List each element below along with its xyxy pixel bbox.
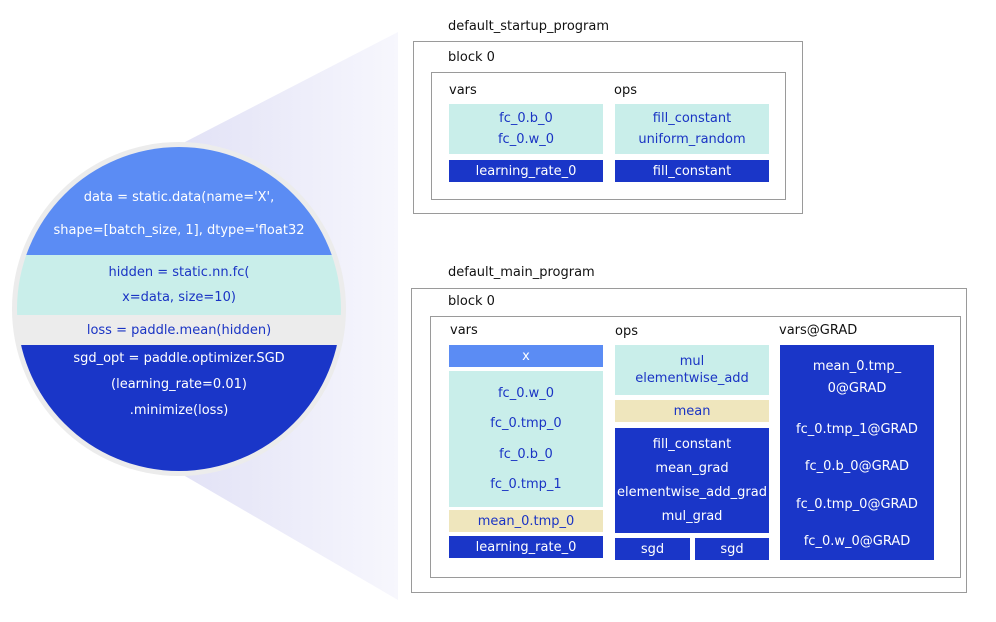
op-item: sgd	[640, 541, 665, 557]
grad-item: fc_0.tmp_0@GRAD	[796, 496, 918, 512]
startup-ops-init: fill_constant uniform_random	[615, 104, 769, 154]
grad-item: mean_0.tmp_ 0@GRAD	[812, 359, 902, 397]
main-grad-label: vars@GRAD	[779, 323, 858, 338]
main-ops-forward: mul elementwise_add	[615, 345, 769, 395]
op-item: mul_grad	[661, 509, 723, 524]
startup-vars-params: fc_0.b_0 fc_0.w_0	[449, 104, 603, 154]
op-item: elementwise_add	[635, 371, 749, 386]
var-item: fc_0.tmp_0	[490, 416, 562, 432]
code-line: hidden = static.nn.fc(	[108, 265, 250, 280]
code-circle-inner: data = static.data(name='X', shape=[batc…	[17, 147, 341, 471]
op-item: mean	[673, 403, 711, 419]
code-line: data = static.data(name='X',	[83, 190, 275, 206]
main-var-x: x	[449, 345, 603, 367]
grad-item: fc_0.tmp_1@GRAD	[796, 422, 918, 438]
op-item: elementwise_add_grad	[617, 485, 767, 500]
code-line: shape=[batch_size, 1], dtype='float32	[53, 222, 305, 238]
op-item: fill_constant	[652, 437, 732, 452]
op-item: mul	[679, 354, 705, 369]
main-program-frame: block 0 vars ops vars@GRAD x fc_0.w_0 fc…	[411, 288, 967, 593]
main-vars-label: vars	[450, 323, 478, 338]
var-item: fc_0.w_0	[497, 386, 555, 402]
startup-block-label: block 0	[448, 50, 495, 65]
startup-op-fill-constant: fill_constant	[615, 160, 769, 182]
main-op-mean: mean	[615, 400, 769, 422]
code-line: loss = paddle.mean(hidden)	[86, 322, 272, 338]
main-grad-vars: mean_0.tmp_ 0@GRAD fc_0.tmp_1@GRAD fc_0.…	[780, 345, 934, 560]
startup-program-frame: block 0 vars ops fc_0.b_0 fc_0.w_0 learn…	[413, 41, 803, 214]
op-item: fill_constant	[652, 163, 732, 179]
main-ops-backward: fill_constant mean_grad elementwise_add_…	[615, 428, 769, 533]
startup-ops-label: ops	[614, 83, 637, 98]
code-line: .minimize(loss)	[129, 403, 229, 418]
main-vars-fc: fc_0.w_0 fc_0.tmp_0 fc_0.b_0 fc_0.tmp_1	[449, 371, 603, 507]
var-item: learning_rate_0	[475, 539, 577, 555]
startup-var-learning-rate: learning_rate_0	[449, 160, 603, 182]
op-item: sgd	[720, 541, 744, 557]
startup-vars-label: vars	[449, 83, 477, 98]
main-op-sgd-2: sgd	[695, 538, 769, 560]
code-line: x=data, size=10)	[122, 290, 236, 305]
code-line: sgd_opt = paddle.optimizer.SGD	[73, 351, 285, 366]
main-var-learning-rate: learning_rate_0	[449, 536, 603, 558]
code-line: (learning_rate=0.01)	[111, 377, 247, 392]
main-block-label: block 0	[448, 294, 495, 309]
code-group-hidden: hidden = static.nn.fc( x=data, size=10)	[17, 255, 341, 315]
op-item: mean_grad	[655, 461, 729, 476]
var-item: fc_0.b_0	[499, 446, 553, 462]
var-item: fc_0.tmp_1	[490, 476, 562, 492]
var-item: x	[522, 348, 530, 364]
startup-program-title: default_startup_program	[448, 19, 610, 34]
var-item: learning_rate_0	[475, 163, 577, 179]
grad-item: fc_0.b_0@GRAD	[804, 459, 910, 475]
code-zoom-circle: data = static.data(name='X', shape=[batc…	[12, 142, 346, 476]
op-item: fill_constant	[652, 110, 732, 126]
main-op-sgd-1: sgd	[615, 538, 690, 560]
main-program-title: default_main_program	[448, 265, 595, 280]
var-item: mean_0.tmp_0	[477, 513, 575, 529]
code-group-data: data = static.data(name='X', shape=[batc…	[17, 147, 341, 255]
startup-block-frame: vars ops fc_0.b_0 fc_0.w_0 learning_rate…	[431, 72, 786, 200]
code-group-loss: loss = paddle.mean(hidden)	[17, 315, 341, 345]
main-block-frame: vars ops vars@GRAD x fc_0.w_0 fc_0.tmp_0…	[430, 316, 961, 578]
main-ops-label: ops	[615, 324, 638, 339]
grad-item: fc_0.w_0@GRAD	[803, 533, 911, 549]
var-item: fc_0.w_0	[497, 132, 555, 148]
op-item: uniform_random	[638, 132, 746, 148]
var-item: fc_0.b_0	[499, 110, 553, 126]
code-group-sgd: sgd_opt = paddle.optimizer.SGD (learning…	[17, 345, 341, 471]
main-var-mean: mean_0.tmp_0	[449, 510, 603, 532]
